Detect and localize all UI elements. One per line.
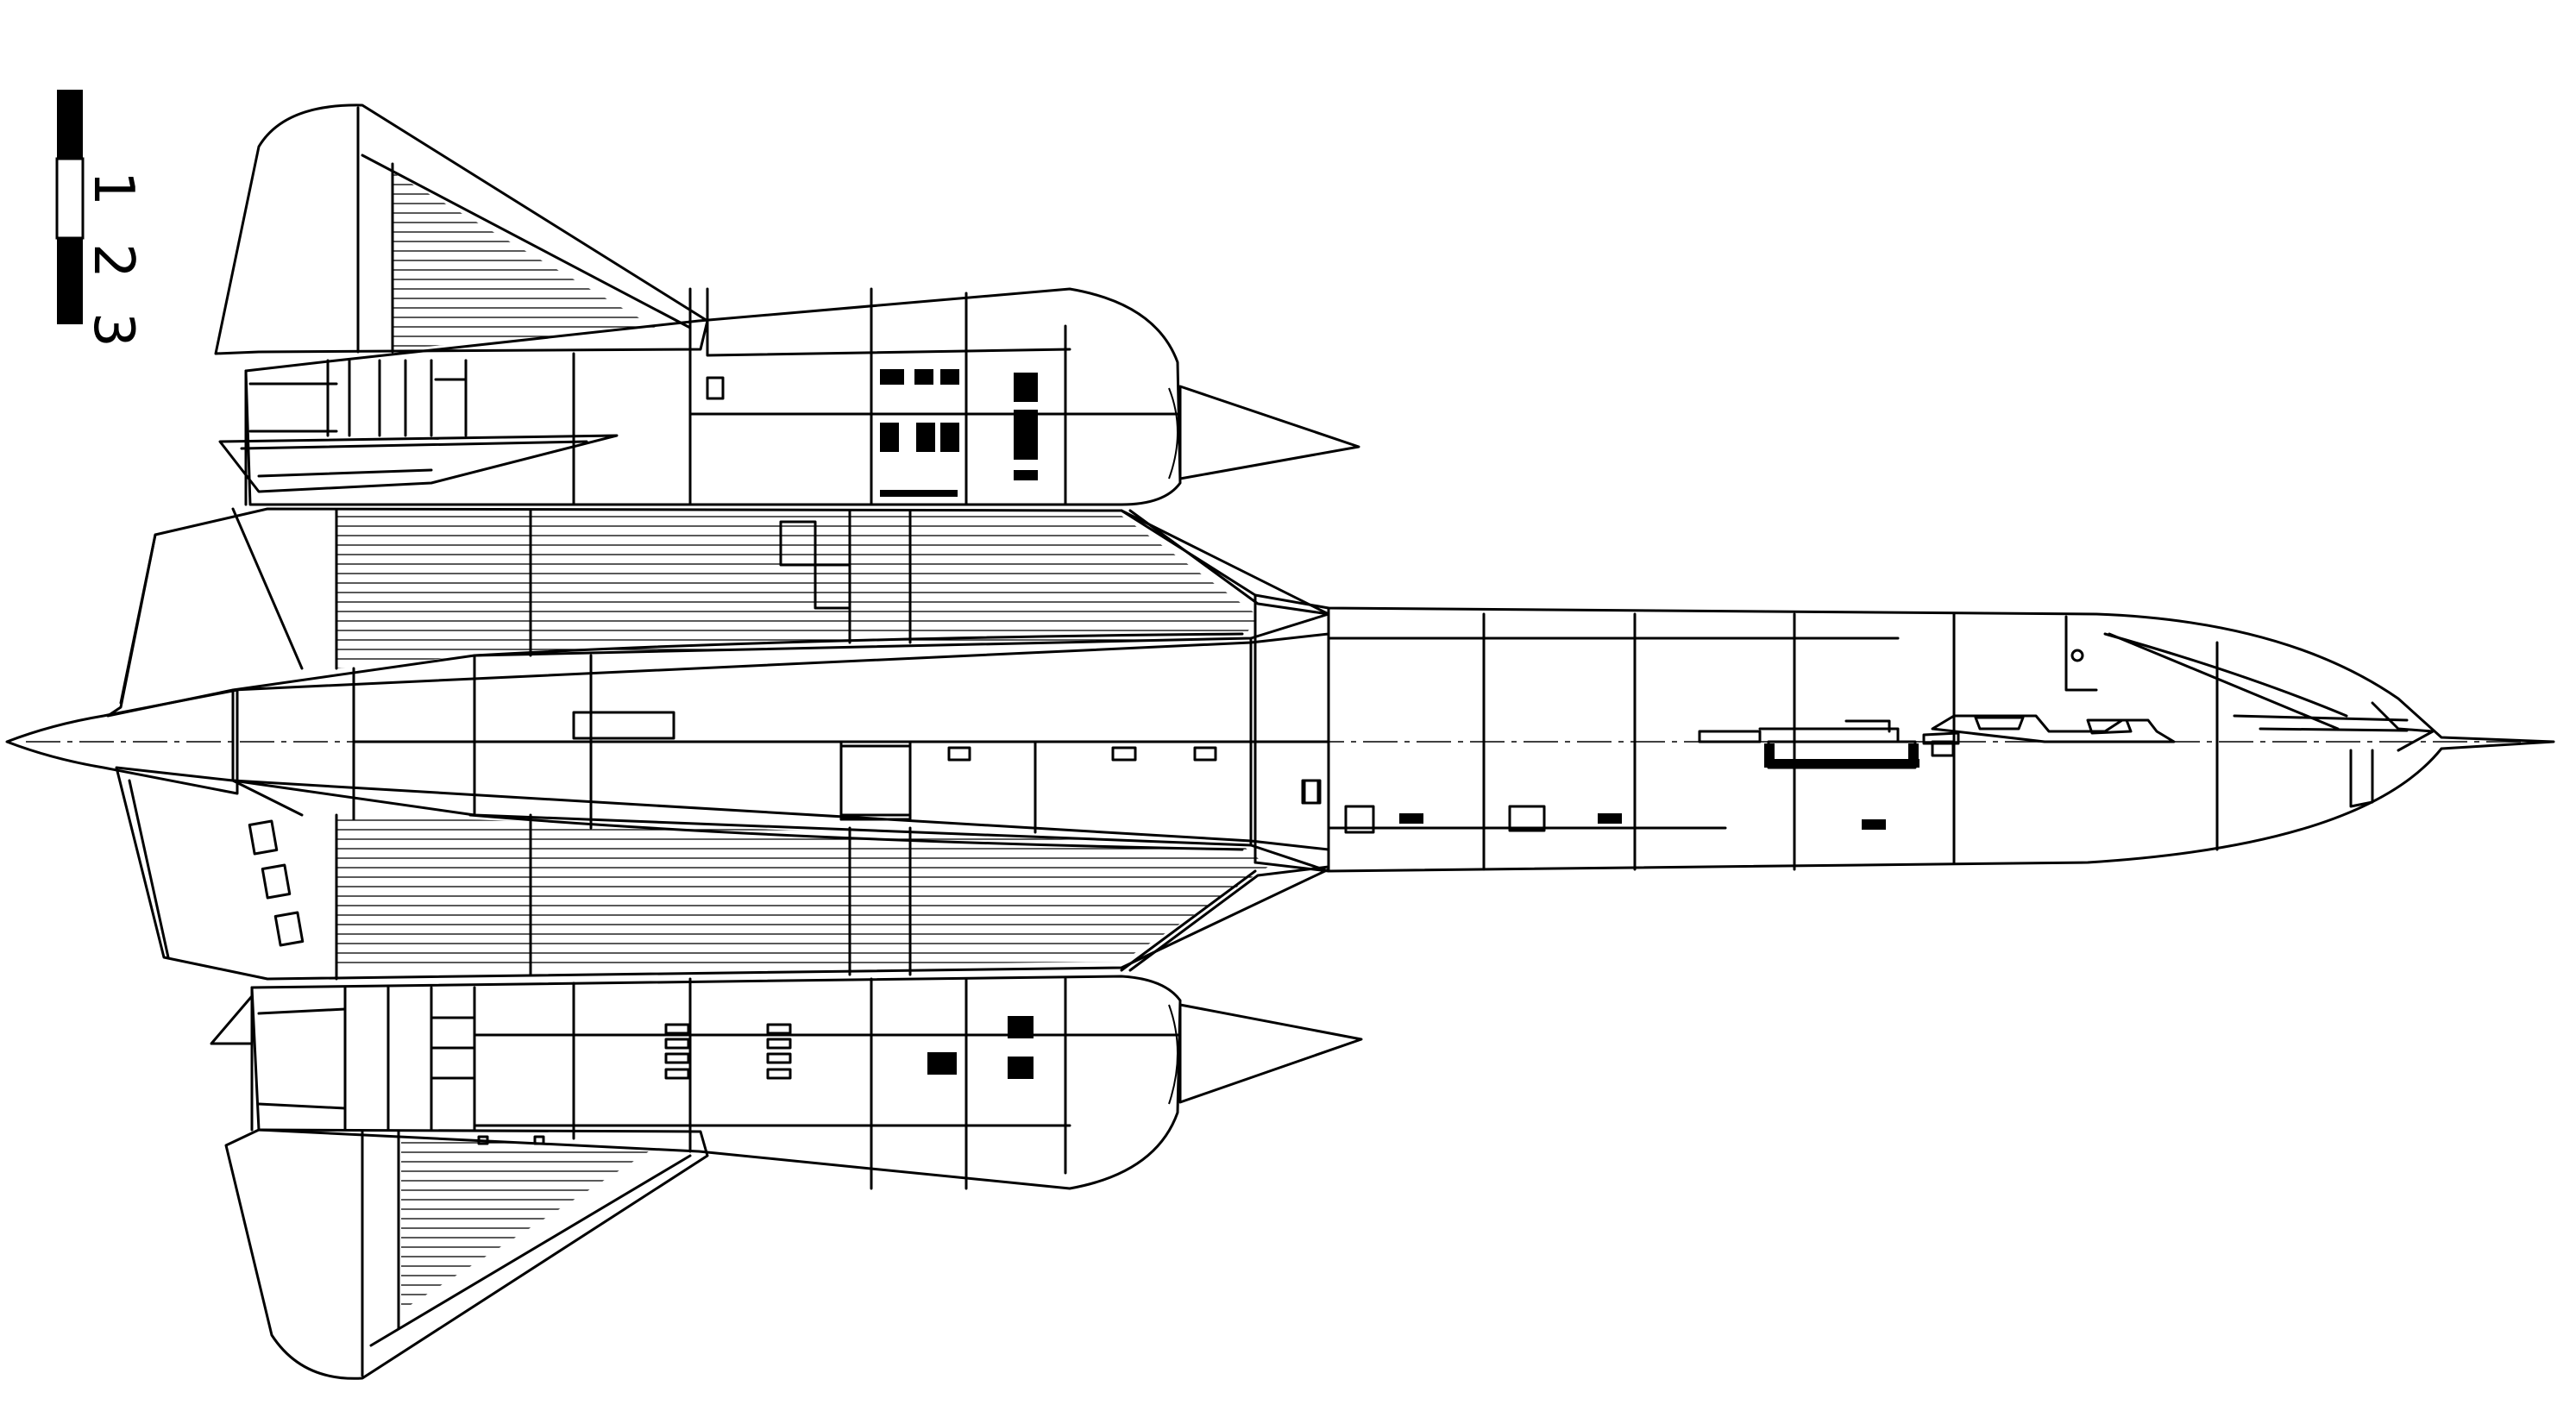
lower-engine-nacelle	[210, 975, 1363, 1190]
upper-outer-wing	[214, 103, 709, 355]
scale-label-1: 1	[81, 171, 145, 206]
scale-segment-3	[57, 238, 83, 324]
scale-segment-2	[55, 157, 85, 240]
scale-label-3: 3	[81, 312, 145, 348]
tail-cone	[5, 688, 239, 795]
lower-outer-wing	[224, 1128, 709, 1380]
scale-segment-1	[57, 90, 83, 159]
upper-engine-nacelle	[218, 287, 1360, 506]
fuselage	[231, 606, 1330, 873]
scale-bar: 1 2 3	[55, 90, 145, 348]
upper-main-wing	[106, 507, 1330, 718]
scale-label-2: 2	[81, 243, 145, 279]
upper-wing-root-fairing	[1120, 509, 1257, 597]
lower-wing-root-fairing	[1120, 869, 1257, 972]
forward-fuselage-nose	[1253, 593, 2555, 873]
lower-main-wing	[115, 766, 1330, 981]
